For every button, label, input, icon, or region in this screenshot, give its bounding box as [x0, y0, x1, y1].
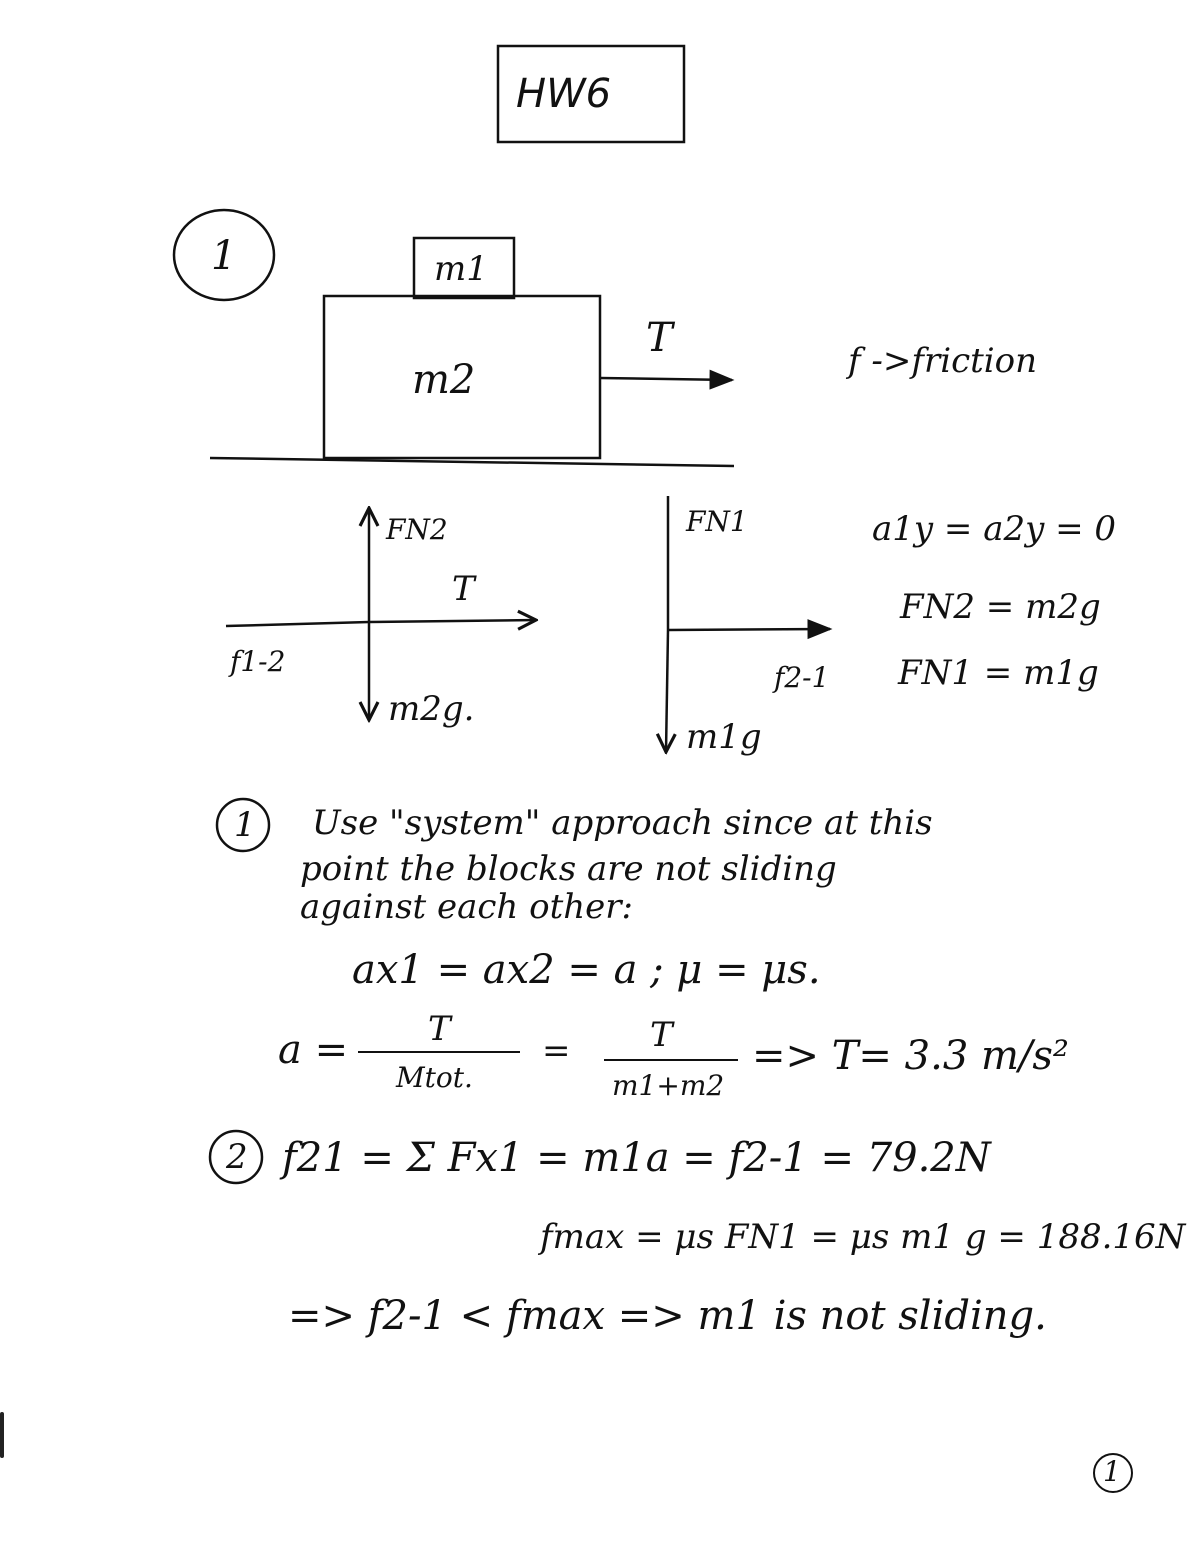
- ground-line: [209, 456, 735, 468]
- part1-text-line-2: point the blocks are not sliding: [300, 849, 837, 889]
- part1-text-line-1: Use "system" approach since at this: [312, 803, 933, 843]
- fraction2-numerator: T: [650, 1015, 673, 1055]
- part2-number-circle: [208, 1129, 264, 1185]
- fbd-m1-friction-arrow: [667, 619, 833, 640]
- equation-fmax: fmax = μs FN1 = μs m1 g = 188.16N: [540, 1217, 1186, 1257]
- fbd-m1-weight-arrow: [666, 629, 668, 752]
- equation-accel-y: a1y = a2y = 0: [872, 509, 1117, 549]
- equation-a-lhs: a =: [278, 1027, 349, 1073]
- equation-friction-21: f21 = Σ Fx1 = m1a = f2-1 = 79.2N: [282, 1135, 991, 1181]
- tension-label: T: [646, 315, 673, 361]
- fbd-m2-friction-label: f1-2: [230, 645, 286, 678]
- fbd-m2-normal-label: FN2: [386, 513, 448, 546]
- tension-arrow: [599, 369, 735, 390]
- fbd-m1-weight-label: m1g: [686, 717, 762, 757]
- fbd-m2-tension-arrow: [368, 620, 536, 622]
- title-box: [496, 44, 686, 144]
- part1-number: 1: [234, 805, 256, 845]
- fbd-m2-friction-line: [225, 620, 370, 628]
- fbd-m1-normal-label: FN1: [686, 505, 748, 538]
- block-m1-label: m1: [434, 249, 488, 289]
- equation-fn1: FN1 = m1g: [898, 653, 1099, 693]
- fraction2-denominator: m1+m2: [612, 1069, 725, 1102]
- friction-note: f ->friction: [848, 341, 1038, 381]
- scan-edge-mark: [0, 1412, 4, 1458]
- equation-result: => T= 3.3 m/s²: [752, 1033, 1069, 1079]
- part1-number-circle: [215, 797, 271, 853]
- block-m2: [322, 294, 602, 460]
- part2-number: 2: [226, 1137, 248, 1177]
- fraction1-numerator: T: [428, 1009, 451, 1049]
- fbd-m2-weight-label: m2g.: [388, 689, 475, 729]
- problem-number: 1: [211, 233, 237, 279]
- problem-number-circle: [172, 208, 276, 302]
- fbd-m1-friction-label: f2-1: [774, 661, 830, 694]
- page-title: HW6: [516, 71, 612, 117]
- part1-text-line-3: against each other:: [300, 887, 633, 927]
- block-m1: [412, 236, 516, 300]
- conclusion-line: => f2-1 < fmax => m1 is not sliding.: [288, 1293, 1047, 1339]
- page-number-circle: [1093, 1453, 1133, 1493]
- equation-accel-equal: ax1 = ax2 = a ; μ = μs.: [352, 947, 821, 993]
- fraction-equals-sign: =: [542, 1031, 571, 1071]
- block-m2-label: m2: [412, 357, 476, 403]
- equation-fn2: FN2 = m2g: [900, 587, 1101, 627]
- fraction1-denominator: Mtot.: [396, 1061, 473, 1094]
- fbd-m2-tension-label: T: [452, 569, 475, 609]
- page-number: 1: [1103, 1455, 1121, 1488]
